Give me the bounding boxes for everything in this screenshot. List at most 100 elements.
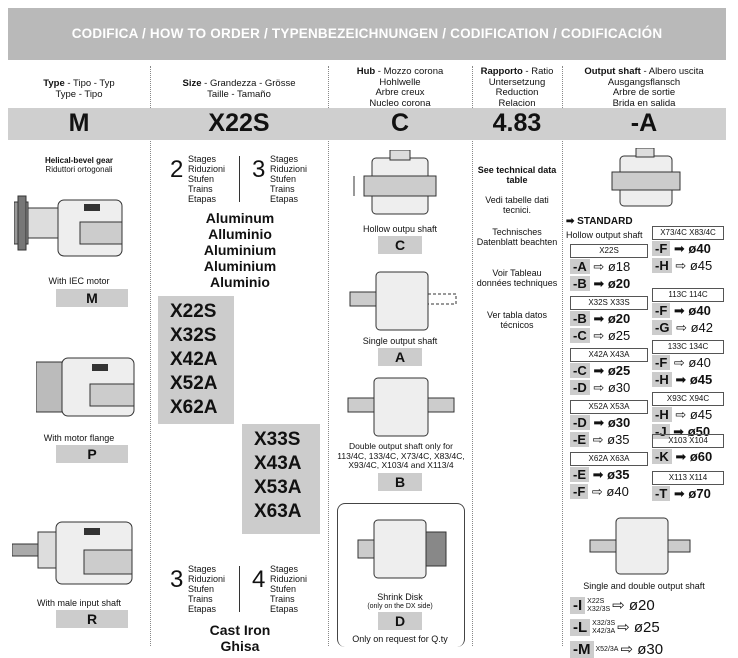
arrow-filled-icon: ➡ [670, 303, 689, 318]
model-box: X22S [570, 244, 648, 258]
diameter-value: ø35 [607, 432, 630, 447]
stage-divider [239, 566, 240, 612]
shaft-option: -D ➡ ø30 [570, 415, 630, 431]
ratio-it: Vedi tabelle dati tecnici. [485, 195, 549, 215]
arrow-outline-icon: ⇨ [589, 259, 608, 274]
option-code: -A [570, 259, 590, 274]
arrow-outline-icon: ⇨ [671, 407, 690, 422]
diameter-value: ø70 [688, 486, 711, 501]
model-box: 113C 114C [652, 288, 724, 302]
code-output: -A [630, 109, 658, 137]
model-box: X62A X63A [570, 452, 648, 466]
option-code: -B [570, 276, 590, 291]
shaft-option: -E ⇨ ø35 [570, 432, 630, 448]
arrow-outline-icon: ⇨ [589, 432, 608, 447]
arrow-outline-icon: ⇨ [612, 597, 629, 614]
shaft-option: -H ⇨ ø45 [652, 258, 712, 274]
option-code: -L [570, 619, 591, 636]
arrow-filled-icon: ➡ [670, 486, 689, 501]
model-box: X73/4C X83/4C [652, 226, 724, 240]
stage-divider [239, 156, 240, 202]
option-code: -H [652, 258, 672, 273]
arrow-filled-icon: ➡ [589, 415, 608, 430]
divider [150, 66, 151, 646]
arrow-outline-icon: ⇨ [620, 641, 638, 658]
model-box: X52A X53A [570, 400, 648, 414]
arrow-filled-icon: ➡ [669, 424, 688, 439]
model-box: X32S X33S [570, 296, 648, 310]
option-code: -C [570, 363, 590, 378]
diameter-value: ø40 [606, 484, 629, 499]
type-title: Helical-bevel gear [44, 156, 114, 165]
model-list: X52/3A [595, 646, 619, 654]
output-hollow-drawing [611, 148, 681, 207]
shrink-disk-drawing [357, 519, 447, 579]
diameter-value: ø20 [607, 311, 631, 326]
shaft-option: -F ⇨ ø40 [570, 484, 629, 500]
option-code: -I [570, 597, 586, 614]
hub-item-label: Single output shaft [362, 336, 438, 346]
option-code: -T [652, 486, 671, 501]
ratio-see: See technical data table [477, 165, 557, 185]
diameter-value: ø25 [607, 328, 631, 343]
double-shaft-drawing [347, 377, 455, 437]
shaft-option: -T ➡ ø70 [652, 486, 711, 502]
option-code: -J [652, 424, 670, 439]
hub-item-label: Hollow outpu shaft [362, 224, 438, 234]
option-code: -E [570, 432, 589, 447]
header-output: Output shaft - Albero uscita Ausgangsfla… [584, 66, 704, 109]
arrow-outline-icon: ⇨ [588, 484, 607, 499]
option-code: -M [570, 641, 594, 658]
model-box: X42A X43A [570, 348, 648, 362]
diameter-value: ø45 [689, 258, 713, 273]
header-type: Type - Tipo - Typ Type - Tipo [43, 78, 115, 100]
shaft-option: -F ⇨ ø40 [652, 355, 711, 371]
type-subtitle: Riduttori ortogonali [45, 165, 113, 174]
diameter-value: ø30 [607, 415, 631, 430]
gearbox-motor-flange-drawing [36, 357, 135, 417]
shaft-option: -J ➡ ø50 [652, 424, 710, 440]
standard-label: ➡ STANDARD [566, 216, 633, 227]
arrow-filled-icon: ➡ [589, 276, 608, 291]
shaft-option: -C ⇨ ø25 [570, 328, 630, 344]
model-box: 133C 134C [652, 340, 724, 354]
diameter-value: ø35 [607, 467, 630, 482]
shaft-option: -C ➡ ø25 [570, 363, 630, 379]
divider [328, 66, 329, 646]
arrow-outline-icon: ⇨ [589, 380, 608, 395]
shaft-option: -H ➡ ø45 [652, 372, 712, 388]
shaft-option: -A ⇨ ø18 [570, 259, 630, 275]
gearbox-iec-motor-drawing [14, 195, 123, 257]
option-code: -H [652, 407, 672, 422]
option-code: -F [652, 303, 671, 318]
code-size: X22S [208, 109, 270, 137]
arrow-outline-icon: ⇨ [670, 355, 689, 370]
model-box: X93C X94C [652, 392, 724, 406]
code-ratio: 4.83 [492, 109, 542, 137]
arrow-outline-icon: ⇨ [672, 320, 691, 335]
shaft-option: -B ➡ ø20 [570, 311, 630, 327]
diameter-value: ø30 [637, 641, 664, 658]
model-box: X103 X104 [652, 434, 724, 448]
hollow-label: Hollow output shaft [566, 230, 643, 240]
arrow-filled-icon: ➡ [671, 372, 690, 387]
arrow-filled-icon: ➡ [589, 467, 608, 482]
diameter-value: ø60 [689, 449, 713, 464]
diameter-value: ø45 [689, 372, 713, 387]
hub-code-c: C [378, 236, 422, 254]
hub-code-b: B [378, 473, 422, 491]
type-code-p: P [56, 445, 128, 463]
shaft-option: -F ➡ ø40 [652, 303, 711, 319]
diameter-value: ø40 [688, 241, 711, 256]
shaft-option: -D ⇨ ø30 [570, 380, 630, 396]
diameter-value: ø20 [628, 597, 655, 614]
diameter-value: ø20 [607, 276, 631, 291]
arrow-outline-icon: ⇨ [589, 328, 608, 343]
option-code: -E [570, 467, 589, 482]
type-code-m: M [56, 289, 128, 307]
